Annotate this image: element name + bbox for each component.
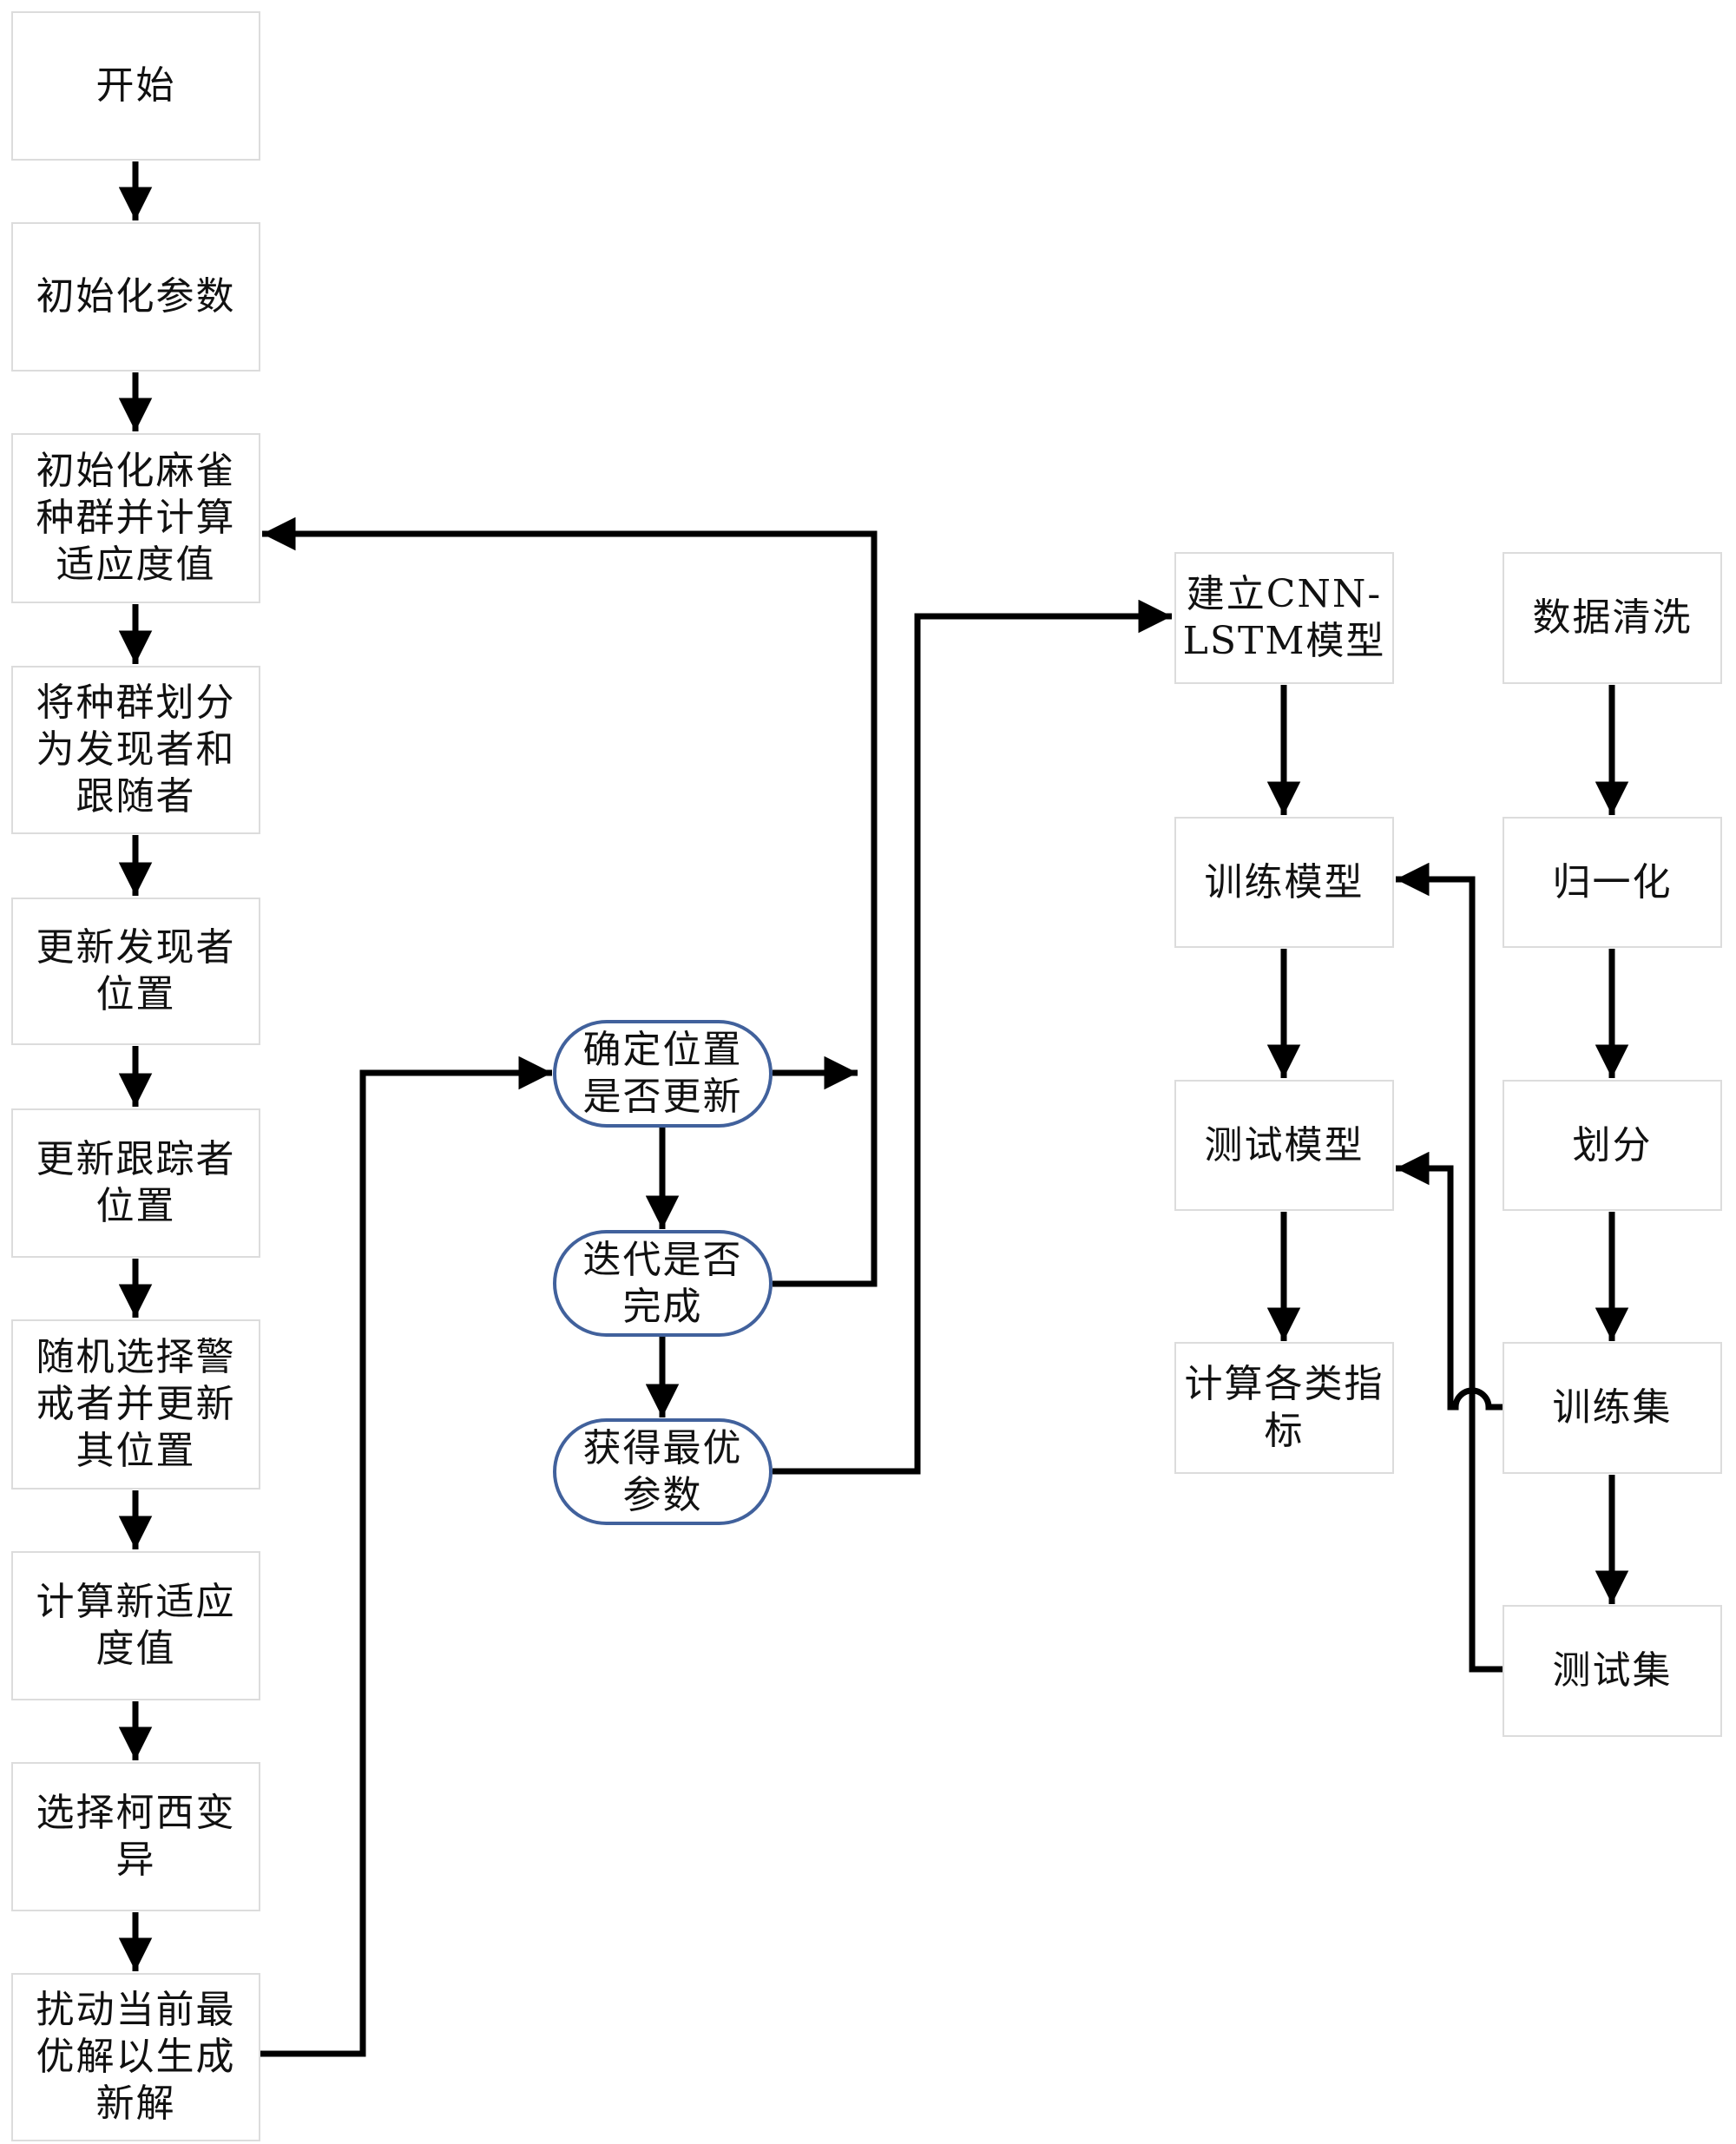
step-test-model: 测试模型 [1174,1080,1394,1211]
step-perturb-best: 扰动当前最 优解以生成 新解 [11,1973,260,2141]
step-test-set: 测试集 [1503,1605,1722,1737]
arrow-testset-to-train-model [1396,862,1504,1673]
step-divide-population: 将种群划分 为发现者和 跟随者 [11,666,260,834]
step-update-discoverer-label: 更新发现者 位置 [36,925,236,1016]
step-training-set-label: 训练集 [1552,1385,1673,1430]
step-cauchy-mutation: 选择柯西变 异 [11,1762,260,1911]
arrow-iteration-feedback-to-init-population [262,516,878,1287]
step-test-set-label: 测试集 [1552,1648,1673,1693]
step-build-cnn-lstm: 建立CNN- LSTM模型 [1174,552,1394,684]
step-divide-data-label: 划分 [1572,1122,1653,1167]
step-normalize-label: 归一化 [1552,859,1673,904]
step-start: 开始 [11,11,260,161]
step-test-model-label: 测试模型 [1204,1122,1364,1167]
step-new-fitness-label: 计算新适应 度值 [36,1580,236,1671]
step-data-cleaning: 数据清洗 [1503,552,1722,684]
arrow-perturb-to-position-check [260,1056,552,2057]
step-start-label: 开始 [95,63,176,108]
decision-best-params: 获得最优 参数 [553,1418,773,1525]
arrow-trainset-to-test-model [1396,1151,1504,1411]
step-divide-data: 划分 [1503,1080,1722,1211]
step-update-follower: 更新跟踪者 位置 [11,1108,260,1258]
step-update-follower-label: 更新跟踪者 位置 [36,1137,236,1228]
step-compute-metrics: 计算各类指 标 [1174,1342,1394,1474]
step-divide-population-label: 将种群划分 为发现者和 跟随者 [36,681,236,819]
step-perturb-best-label: 扰动当前最 优解以生成 新解 [36,1988,236,2126]
arrow-best-params-to-cnn-lstm [773,599,1172,1475]
decision-position-update-label: 确定位置 是否更新 [582,1028,743,1119]
decision-iteration-complete-label: 迭代是否 完成 [582,1237,743,1329]
step-data-cleaning-label: 数据清洗 [1532,595,1693,640]
step-init-population-label: 初始化麻雀 种群并计算 适应度值 [36,449,236,587]
decision-iteration-complete: 迭代是否 完成 [553,1230,773,1337]
step-init-params: 初始化参数 [11,222,260,372]
step-training-set: 训练集 [1503,1342,1722,1474]
step-init-params-label: 初始化参数 [36,274,236,319]
step-init-population: 初始化麻雀 种群并计算 适应度值 [11,433,260,603]
step-update-scout: 随机选择警 戒者并更新 其位置 [11,1319,260,1490]
step-build-cnn-lstm-label: 建立CNN- LSTM模型 [1182,572,1386,663]
decision-position-update: 确定位置 是否更新 [553,1020,773,1128]
step-update-discoverer: 更新发现者 位置 [11,898,260,1045]
step-normalize: 归一化 [1503,817,1722,948]
step-train-model: 训练模型 [1174,817,1394,948]
step-new-fitness: 计算新适应 度值 [11,1551,260,1700]
step-train-model-label: 训练模型 [1204,859,1364,904]
step-cauchy-mutation-label: 选择柯西变 异 [36,1791,236,1882]
decision-best-params-label: 获得最优 参数 [582,1425,743,1517]
step-update-scout-label: 随机选择警 戒者并更新 其位置 [36,1335,236,1473]
step-compute-metrics-label: 计算各类指 标 [1184,1362,1384,1453]
